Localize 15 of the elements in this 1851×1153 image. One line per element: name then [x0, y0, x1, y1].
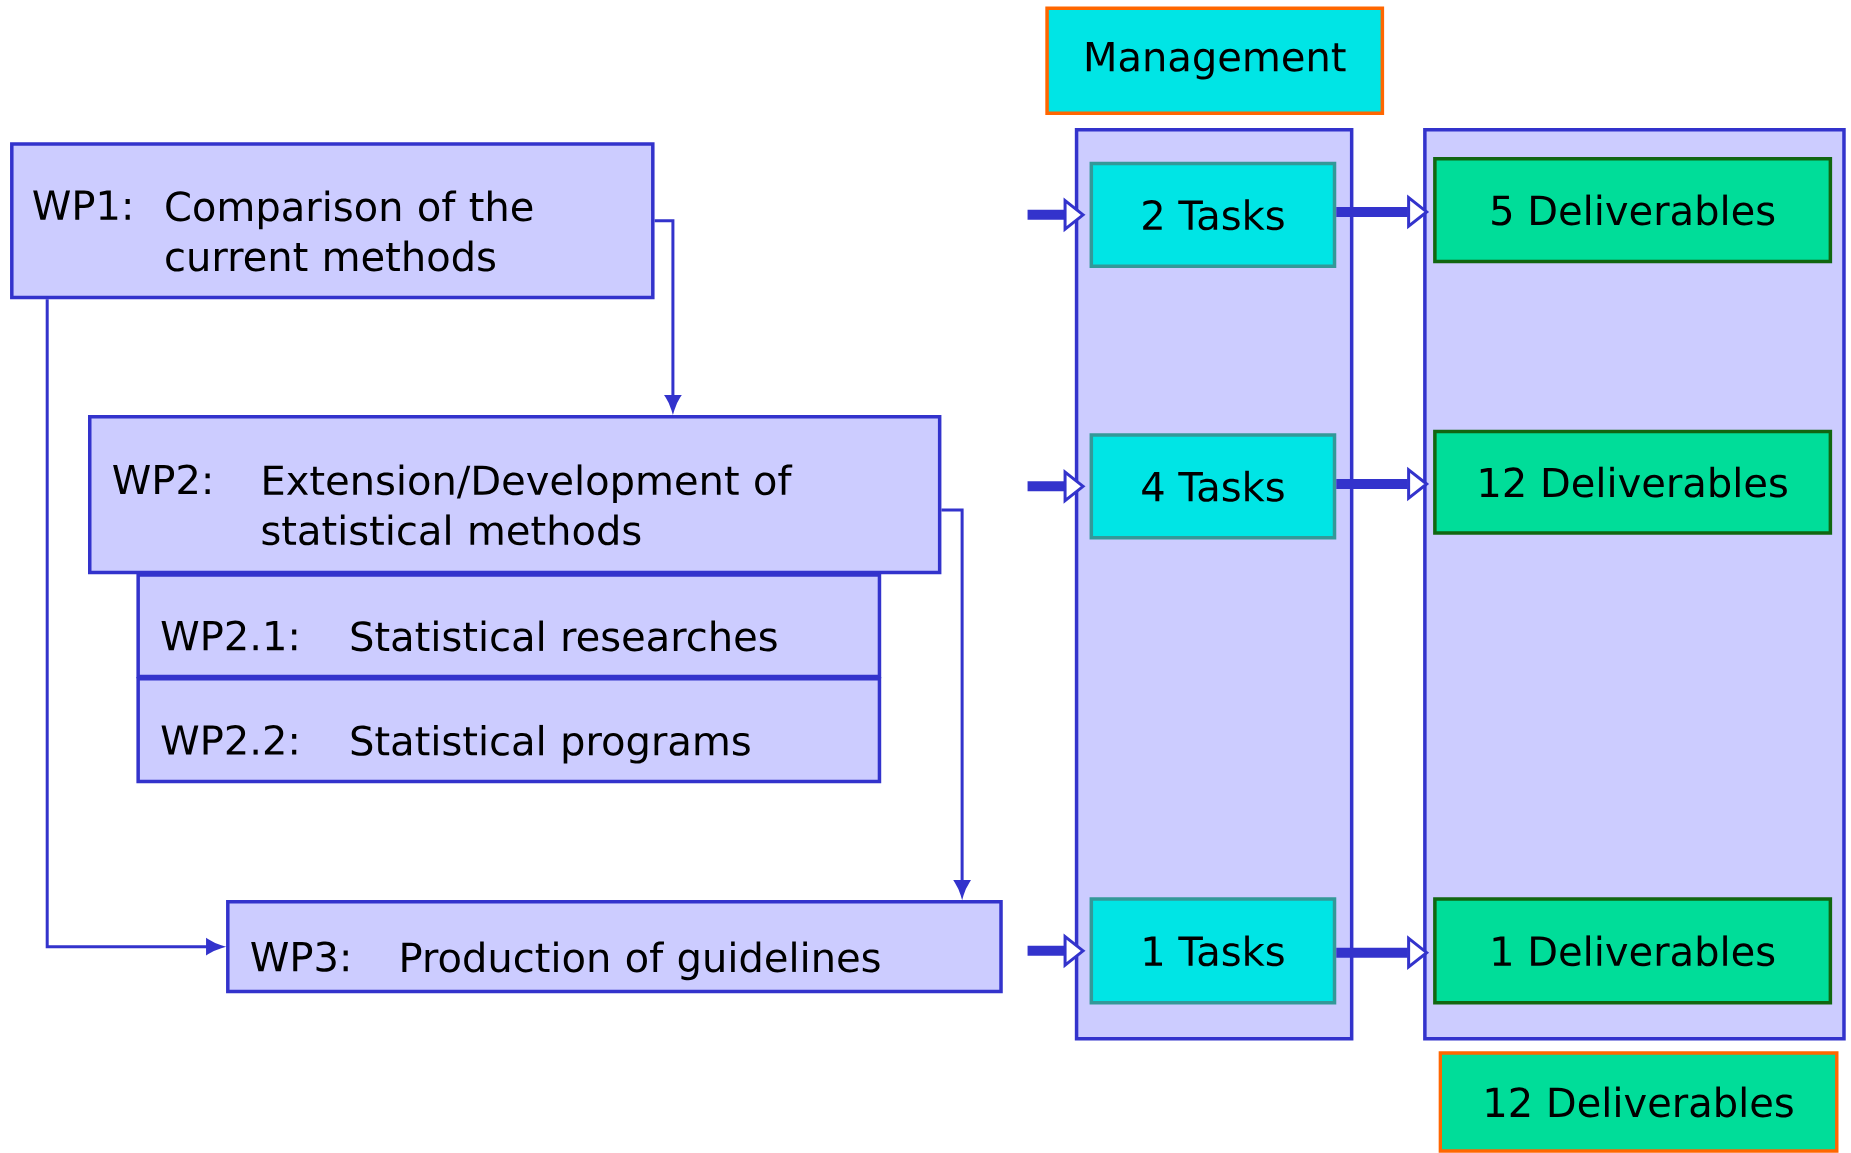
work-package-box: WP2: Extension/Development of statistical methods: [88, 414, 942, 575]
management-box: Management: [1045, 6, 1385, 116]
connector-arrow: [654, 219, 681, 412]
connector-arrow: [941, 508, 970, 897]
task-box: 1 Tasks: [1089, 897, 1337, 1005]
total-box: 12 Deliverables: [1438, 1051, 1839, 1153]
work-package-box: WP3: Production of guidelines: [226, 900, 1003, 994]
work-package-box: WP2.1: Statistical researches: [136, 573, 882, 679]
work-package-box: WP1: Comparison of the current methods: [10, 142, 655, 300]
deliverable-box: 12 Deliverables: [1433, 429, 1833, 535]
task-box: 4 Tasks: [1089, 433, 1337, 540]
task-box: 2 Tasks: [1089, 161, 1337, 268]
work-package-box: WP2.2: Statistical programs: [136, 677, 882, 784]
deliverable-box: 1 Deliverables: [1433, 897, 1833, 1005]
deliverable-box: 5 Deliverables: [1433, 156, 1833, 264]
